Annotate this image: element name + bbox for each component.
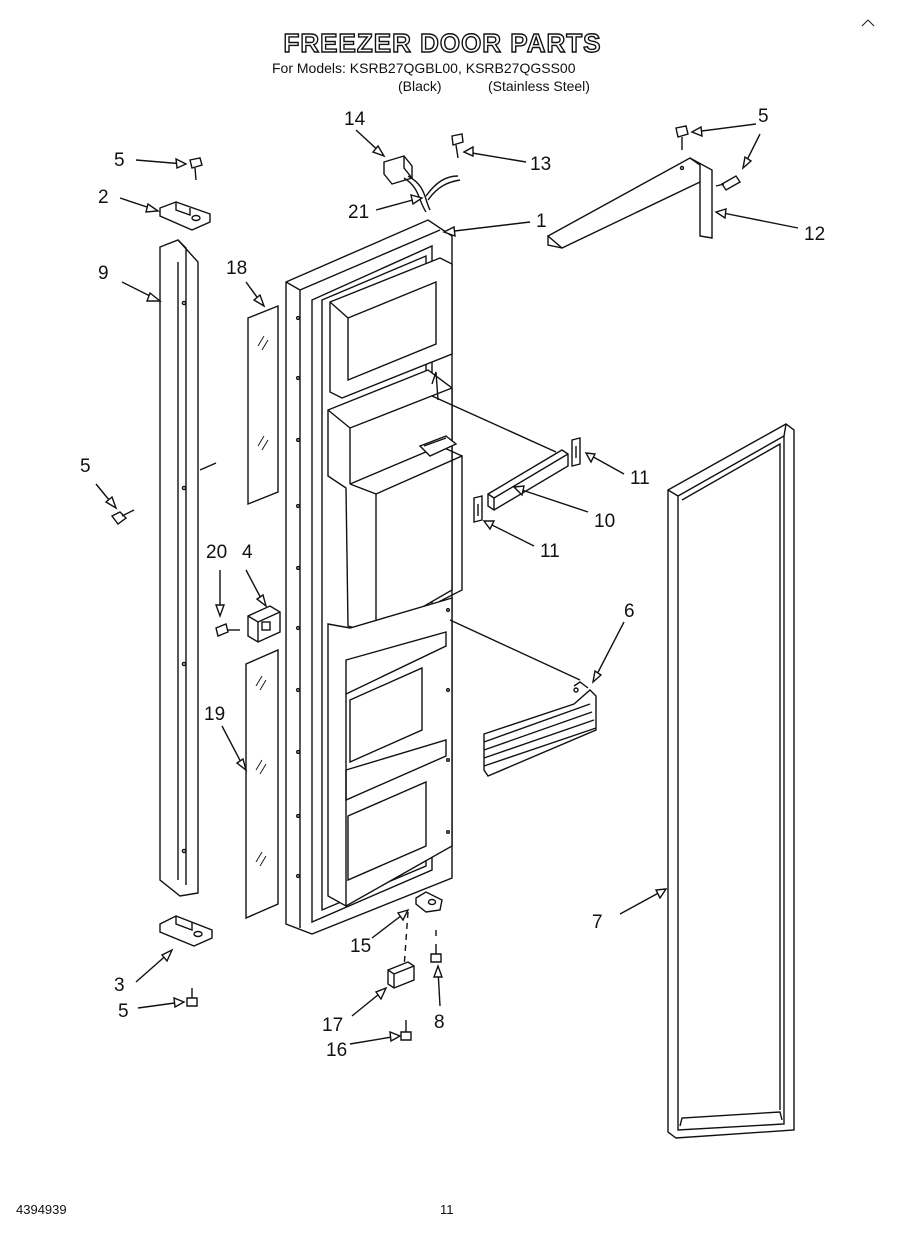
part-20-screw (215, 623, 240, 637)
callout-18: 18 (226, 258, 247, 279)
callout-11: 11 (630, 468, 650, 489)
callout-5: 5 (114, 150, 125, 171)
part-13-screw (451, 133, 464, 159)
callout-20: 20 (206, 542, 227, 563)
screw-5-bottom-left (186, 988, 198, 1007)
callout-2: 2 (98, 187, 109, 208)
callout-9: 9 (98, 263, 109, 284)
screw-5-top-left (189, 157, 203, 181)
part-15-cam (403, 891, 443, 969)
part-16-screw (400, 1020, 412, 1041)
part-9-trim-strip (159, 239, 217, 897)
models-line: For Models: KSRB27QGBL00, KSRB27QGSS00 (272, 60, 576, 76)
callout-5: 5 (80, 456, 91, 477)
callout-12: 12 (804, 224, 825, 245)
part-8-screw (430, 930, 442, 963)
callout-6: 6 (624, 601, 635, 622)
callout-8: 8 (434, 1012, 445, 1033)
page-title: FREEZER DOOR PARTS (283, 27, 602, 58)
document-number: 4394939 (16, 1202, 67, 1217)
part-12-top-trim (546, 157, 741, 249)
callout-10: 10 (594, 511, 615, 532)
callout-7: 7 (592, 912, 603, 933)
callout-19: 19 (204, 704, 225, 725)
part-11-end-cap-lower (473, 495, 483, 523)
part-4-bracket (247, 605, 281, 643)
callout-5: 5 (118, 1001, 129, 1022)
callout-17: 17 (322, 1015, 343, 1036)
callout-13: 13 (530, 154, 551, 175)
page-number: 11 (440, 1202, 454, 1217)
part-17-block (387, 961, 415, 989)
part-7-door-gasket (667, 423, 795, 1139)
callout-15: 15 (350, 936, 371, 957)
part-3-bottom-hinge (159, 915, 213, 947)
callout-11: 11 (540, 541, 560, 562)
part-1-door-assembly (285, 219, 463, 935)
callout-5: 5 (758, 106, 769, 127)
screw-5-top-right (675, 125, 689, 150)
callout-4: 4 (242, 542, 253, 563)
corner-mark (861, 19, 875, 27)
leader-lines (95, 123, 799, 1045)
part-2-top-hinge (159, 201, 211, 231)
variant-stainless-label: (Stainless Steel) (488, 78, 590, 94)
screw-5-mid-left (110, 509, 135, 525)
callout-14: 14 (344, 109, 366, 130)
variant-black-label: (Black) (398, 78, 442, 94)
part-19-lower-panel (245, 648, 279, 920)
part-14-wire-harness (383, 155, 461, 213)
callout-16: 16 (326, 1040, 347, 1061)
callout-3: 3 (114, 975, 125, 996)
part-6-shelf-rails (449, 619, 597, 777)
callout-1: 1 (536, 211, 547, 232)
callout-21: 21 (348, 202, 369, 223)
part-11-end-cap-upper (571, 437, 581, 467)
part-18-upper-panel (247, 304, 279, 506)
part-10-rail (431, 395, 569, 511)
